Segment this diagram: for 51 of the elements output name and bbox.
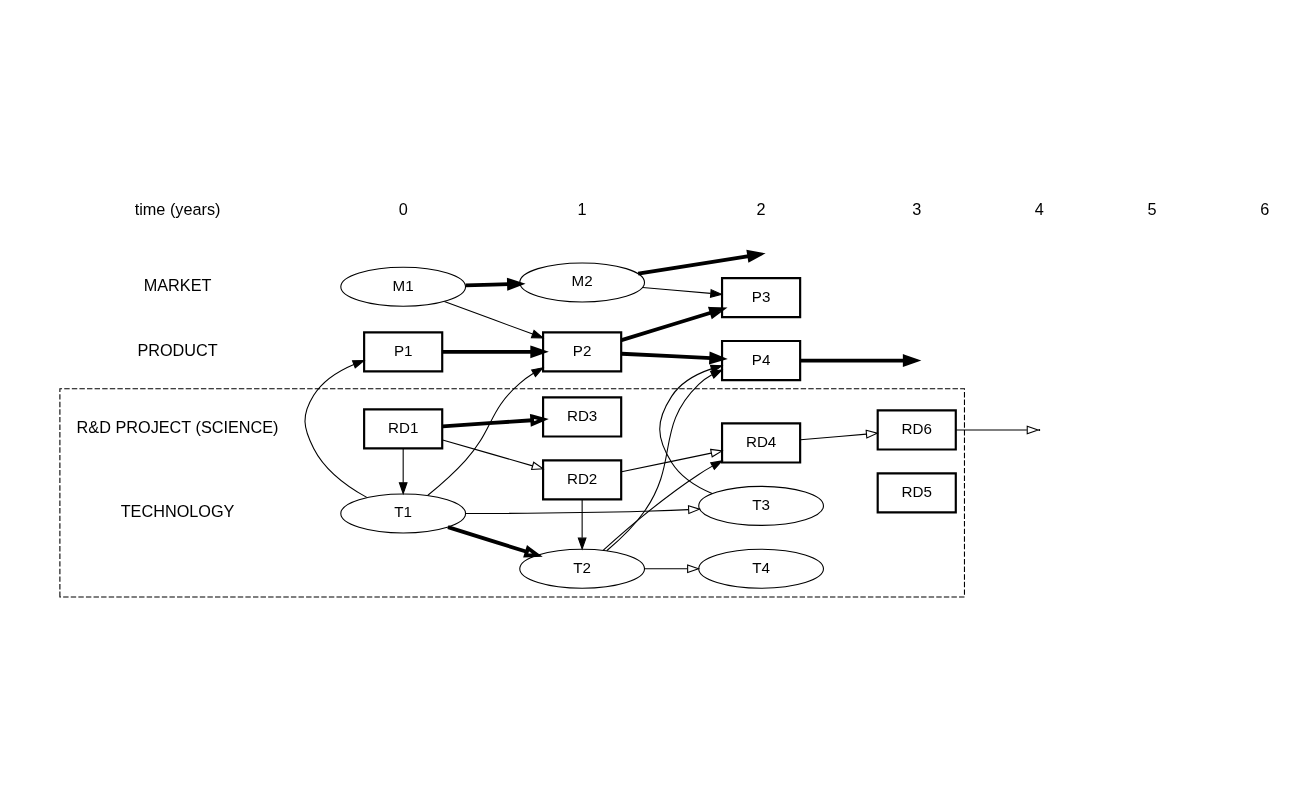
arrow	[621, 306, 728, 342]
arrow	[427, 366, 545, 496]
label: 1	[577, 199, 587, 218]
node-box: P3	[720, 276, 802, 318]
node-ellipse: M1	[340, 266, 467, 307]
arrow	[577, 498, 587, 551]
node-box: RD6	[876, 408, 957, 451]
arrow	[955, 424, 1040, 434]
label: 5	[1147, 199, 1157, 218]
arrow	[398, 447, 408, 495]
node-ellipse: T3	[698, 485, 824, 526]
arrow	[442, 344, 549, 358]
label: 4	[1034, 199, 1044, 218]
arrow	[621, 351, 728, 365]
arrow	[465, 277, 526, 291]
arrow	[800, 353, 922, 367]
cluster	[59, 387, 965, 597]
node-ellipse: T4	[698, 548, 824, 589]
node-box: RD3	[542, 395, 623, 438]
label: 0	[398, 199, 408, 218]
node-box: P1	[363, 330, 444, 372]
arrow	[659, 364, 724, 494]
arrow	[642, 286, 724, 298]
arrow	[602, 459, 724, 551]
arrow	[447, 524, 543, 557]
arrow	[442, 438, 545, 470]
label: time (years)	[134, 199, 221, 218]
node-ellipse: M2	[519, 261, 646, 302]
node-box: RD2	[542, 458, 623, 500]
label: 2	[756, 199, 766, 218]
node-ellipse: T2	[519, 548, 646, 589]
node-ellipse: T1	[340, 492, 467, 534]
arrow	[442, 413, 549, 428]
label: 6	[1260, 199, 1270, 218]
label: PRODUCT	[137, 340, 218, 359]
label: TECHNOLOGY	[120, 501, 235, 520]
node-box: RD5	[876, 471, 957, 513]
arrow	[621, 448, 724, 472]
node-box: P2	[542, 330, 623, 372]
label: R&D PROJECT (SCIENCE)	[76, 417, 279, 436]
arrow	[304, 359, 368, 498]
node-box: P4	[720, 339, 802, 381]
arrow	[644, 563, 701, 573]
arrow	[606, 368, 724, 551]
arrow	[443, 300, 545, 338]
node-box: RD1	[363, 407, 444, 449]
label: 3	[912, 199, 922, 218]
arrow	[800, 429, 879, 440]
node-box: RD4	[720, 421, 802, 464]
arrow	[465, 504, 702, 514]
label: MARKET	[143, 275, 212, 294]
